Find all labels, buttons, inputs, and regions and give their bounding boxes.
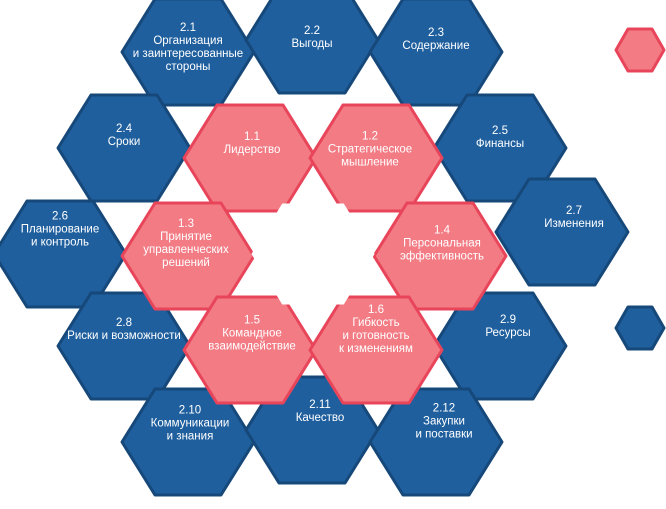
hex-text-line: Организация (153, 35, 223, 47)
hex-text-line: взаимодействие (208, 340, 296, 353)
hex-text-line: Выгоды (291, 38, 333, 50)
hex-outer-2-7 (494, 177, 630, 287)
hex-text-line: и готовность (342, 330, 410, 342)
hex-outer-2-5 (432, 93, 568, 203)
hex-number: 1.1 (244, 131, 260, 143)
hex-number: 2.3 (428, 27, 444, 39)
hex-number: 2.1 (180, 22, 196, 34)
hex-text-line: решений (162, 257, 210, 269)
hex-number: 2.9 (500, 314, 516, 326)
hex-text-line: Содержание (402, 40, 470, 52)
hex-number: 2.4 (116, 123, 132, 135)
hex-text-line: Ресурсы (485, 327, 531, 339)
hex-text-line: эффективность (400, 250, 484, 263)
hex-text-line: к изменениям (339, 343, 413, 355)
hex-text-line: Финансы (475, 138, 525, 150)
hex-text-line: Изменения (544, 218, 604, 230)
hex-text-line: стороны (165, 61, 211, 73)
hex-number: 1.5 (243, 314, 260, 327)
hex-number: 2.7 (566, 205, 582, 217)
legend-hex-blue (614, 305, 666, 351)
hex-text-line: и контроль (30, 236, 90, 249)
hex-text-line: Стратегическое (327, 143, 413, 156)
hex-inner-1-1 (182, 103, 318, 213)
hex-text-line: Закупки (423, 415, 465, 428)
hex-center (251, 203, 375, 305)
hex-text-line: Принятие (160, 231, 212, 243)
hex-text-line: и заинтересованные (132, 48, 244, 60)
hex-number: 2.2 (304, 25, 320, 37)
hex-number: 2.8 (116, 317, 132, 329)
hex-number: 1.2 (361, 130, 378, 143)
hex-number: 2.5 (492, 125, 508, 137)
hex-text-line: Коммуникации (150, 417, 230, 430)
hex-text-line: Лидерство (223, 144, 281, 156)
hex-number: 2.12 (432, 402, 456, 415)
hex-number: 1.6 (367, 304, 384, 316)
hex-text-line: Сроки (107, 136, 141, 148)
legend-hex-pink (614, 27, 666, 73)
hex-text-line: Качество (295, 412, 345, 424)
hex-text-line: мышление (341, 156, 399, 169)
hex-text-line: и знания (166, 430, 214, 443)
hex-text-line: и поставки (415, 428, 473, 441)
hex-text-line: Гибкость (352, 317, 400, 329)
hex-text-line: Планирование (20, 223, 100, 236)
hex-number: 2.6 (51, 210, 68, 223)
hex-text-line: Риски и возможности (67, 330, 181, 342)
hex-text-line: управленческих (143, 244, 229, 256)
hex-text-line: Персональная (403, 237, 481, 250)
hex-number: 1.4 (434, 224, 450, 237)
hex-number: 2.10 (178, 404, 202, 417)
hex-number: 1.3 (177, 218, 194, 230)
hex-number: 2.11 (309, 399, 331, 411)
hex-text-line: Командное (222, 327, 282, 340)
